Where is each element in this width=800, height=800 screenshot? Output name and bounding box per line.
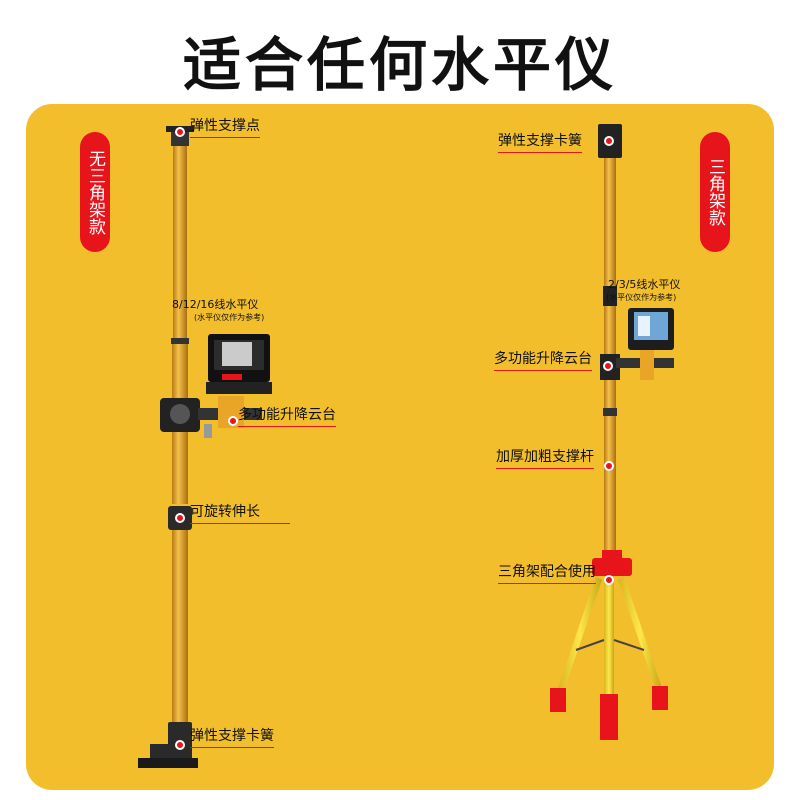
label-rotate: 可旋转伸长 xyxy=(190,501,290,524)
page-title: 适合任何水平仪 xyxy=(182,31,617,99)
label-left-level-note: (水平仪仅作为参考) xyxy=(194,313,265,322)
label-right-level-note: (水平仪仅作为参考) xyxy=(606,293,677,302)
label-tripod: 三角架配合使用 xyxy=(498,561,596,584)
label-bottom-clip: 弹性支撑卡簧 xyxy=(190,725,274,748)
label-right-level-name: 2/3/5线水平仪 xyxy=(608,278,681,291)
callout-dots xyxy=(175,127,614,750)
label-thick-rod: 加厚加粗支撑杆 xyxy=(496,446,594,469)
left-tag: 无三角架款 xyxy=(80,132,110,252)
label-top-clip: 弹性支撑卡簧 xyxy=(498,130,582,153)
left-pole xyxy=(138,126,272,768)
label-left-lift-head: 多功能升降云台 xyxy=(238,404,336,427)
label-left-level-name: 8/12/16线水平仪 xyxy=(172,298,259,311)
label-right-lift-head: 多功能升降云台 xyxy=(494,348,592,371)
right-tag: 三角架款 xyxy=(700,132,730,252)
right-pole xyxy=(550,124,674,740)
product-panel xyxy=(26,104,774,790)
label-top-point: 弹性支撑点 xyxy=(190,115,260,138)
